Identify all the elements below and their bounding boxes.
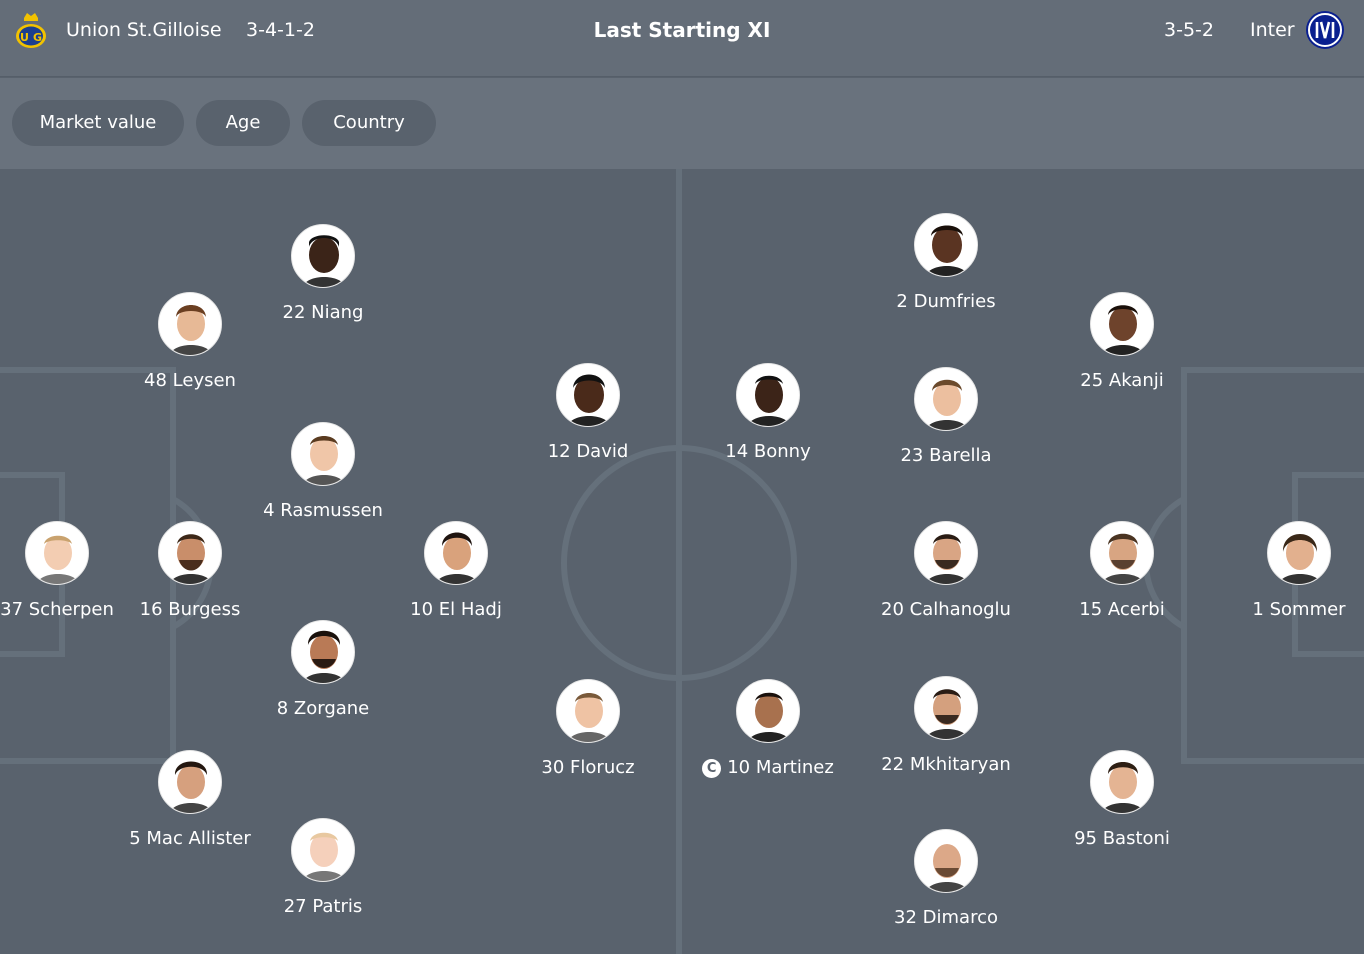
player-name: 37 Scherpen: [0, 599, 114, 620]
player-photo: [1090, 750, 1154, 814]
player-card-scherpen[interactable]: 37 Scherpen: [0, 521, 147, 621]
player-name: 20 Calhanoglu: [881, 599, 1011, 620]
player-card-burgess[interactable]: 16 Burgess: [100, 521, 280, 621]
page-title: Last Starting XI: [593, 18, 771, 42]
player-name: 95 Bastoni: [1074, 828, 1170, 849]
player-photo: [556, 363, 620, 427]
player-card-david[interactable]: 12 David: [498, 363, 678, 463]
player-name: 10 El Hadj: [410, 599, 502, 620]
player-name: 14 Bonny: [725, 441, 811, 462]
player-card-calhanoglu[interactable]: 20 Calhanoglu: [856, 521, 1036, 621]
player-photo: [424, 521, 488, 585]
player-name: 8 Zorgane: [276, 698, 370, 719]
pitch: 22 Niang 48 Leysen 12 David 4 Rasmussen …: [0, 169, 1364, 954]
player-photo: [736, 363, 800, 427]
player-card-bonny[interactable]: 14 Bonny: [678, 363, 858, 463]
player-name: 32 Dimarco: [894, 907, 998, 928]
player-card-mkhitaryan[interactable]: 22 Mkhitaryan: [856, 676, 1036, 776]
player-photo: [291, 620, 355, 684]
player-photo: [1267, 521, 1331, 585]
player-photo: [914, 676, 978, 740]
player-photo: [1090, 292, 1154, 356]
player-name: 4 Rasmussen: [263, 500, 383, 521]
player-photo: [25, 521, 89, 585]
player-card-dumfries[interactable]: 2 Dumfries: [856, 213, 1036, 313]
player-name: 22 Mkhitaryan: [881, 754, 1011, 775]
player-photo: [914, 213, 978, 277]
player-photo: [914, 521, 978, 585]
player-name: 5 Mac Allister: [129, 828, 251, 849]
player-photo: [914, 829, 978, 893]
svg-text:U: U: [20, 31, 29, 44]
player-name: 27 Patris: [283, 896, 363, 917]
player-photo: [736, 679, 800, 743]
player-card-patris[interactable]: 27 Patris: [233, 818, 413, 918]
player-name: 16 Burgess: [139, 599, 241, 620]
filter-toolbar: Market value Age Country: [0, 78, 1364, 169]
player-name: 1 Sommer: [1252, 599, 1346, 620]
player-card-el-hadj[interactable]: 10 El Hadj: [366, 521, 546, 621]
player-photo: [914, 367, 978, 431]
player-name: 12 David: [547, 441, 629, 462]
player-card-barella[interactable]: 23 Barella: [856, 367, 1036, 467]
country-filter-button[interactable]: Country: [302, 100, 436, 146]
player-name: C 10 Martinez: [678, 757, 858, 779]
player-card-acerbi[interactable]: 15 Acerbi: [1032, 521, 1212, 621]
player-photo: [556, 679, 620, 743]
age-filter-button[interactable]: Age: [196, 100, 290, 146]
away-formation: 3-5-2: [1164, 19, 1214, 41]
svg-text:G: G: [33, 31, 42, 44]
market-value-filter-button[interactable]: Market value: [12, 100, 184, 146]
player-name: 2 Dumfries: [896, 291, 996, 312]
player-name: 30 Florucz: [541, 757, 635, 778]
union-crest-icon[interactable]: U G: [11, 10, 51, 50]
player-photo: [158, 292, 222, 356]
player-photo: [291, 818, 355, 882]
player-card-florucz[interactable]: 30 Florucz: [498, 679, 678, 779]
lineup-header: U G Union St.Gilloise 3-4-1-2 Last Start…: [0, 0, 1364, 77]
player-card-bastoni[interactable]: 95 Bastoni: [1032, 750, 1212, 850]
player-photo: [158, 521, 222, 585]
player-photo: [291, 422, 355, 486]
player-card-zorgane[interactable]: 8 Zorgane: [233, 620, 413, 720]
player-photo: [158, 750, 222, 814]
player-card-niang[interactable]: 22 Niang: [233, 224, 413, 324]
player-card-sommer[interactable]: 1 Sommer: [1209, 521, 1364, 621]
inter-crest-icon[interactable]: [1305, 10, 1345, 50]
player-card-rasmussen[interactable]: 4 Rasmussen: [233, 422, 413, 522]
away-team-name[interactable]: Inter: [1250, 19, 1295, 41]
captain-badge-icon: C: [702, 759, 722, 778]
player-card-mac-allister[interactable]: 5 Mac Allister: [100, 750, 280, 850]
player-photo: [1090, 521, 1154, 585]
player-card-dimarco[interactable]: 32 Dimarco: [856, 829, 1036, 929]
player-name: 22 Niang: [282, 302, 364, 323]
player-name-text: 10 Martinez: [727, 757, 834, 778]
home-formation: 3-4-1-2: [246, 19, 315, 41]
player-card-martinez[interactable]: C 10 Martinez: [678, 679, 858, 779]
player-name: 25 Akanji: [1080, 370, 1164, 391]
player-card-leysen[interactable]: 48 Leysen: [100, 292, 280, 392]
player-card-akanji[interactable]: 25 Akanji: [1032, 292, 1212, 392]
player-photo: [291, 224, 355, 288]
player-name: 23 Barella: [900, 445, 992, 466]
player-name: 48 Leysen: [144, 370, 236, 391]
player-name: 15 Acerbi: [1079, 599, 1165, 620]
home-team-name[interactable]: Union St.Gilloise: [66, 19, 222, 41]
